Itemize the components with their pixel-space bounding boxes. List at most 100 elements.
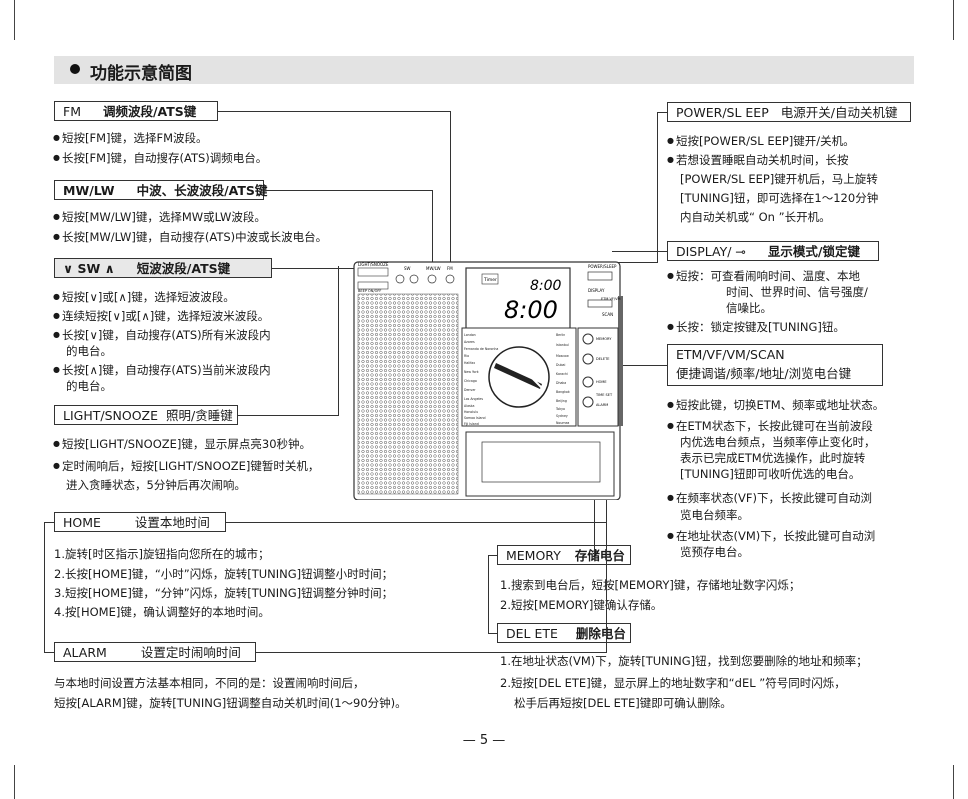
home-line: 4.按[HOME]键，确认调整好的本地时间。 xyxy=(54,605,270,619)
etm-line: 在频率状态(VF)下，长按此键可自动浏 xyxy=(667,491,872,505)
radio-label: BEEP ON/OFF xyxy=(358,289,381,293)
city-label: Alaska xyxy=(464,404,474,408)
radio-label: TIME SET xyxy=(595,393,613,397)
radio-label: FM xyxy=(447,266,453,271)
light-line: 进入贪睡状态，5分钟后再次闹响。 xyxy=(66,478,246,492)
power-line: [TUNING]钮，即可选择在1～120分钟 xyxy=(680,191,879,205)
lcd-timer: Timer xyxy=(483,277,497,283)
city-label: Los Angeles xyxy=(464,397,483,401)
etm-line: 览预存电台。 xyxy=(680,545,749,559)
city-label: Halifax xyxy=(464,361,475,365)
home-line: 3.短按[HOME]键，“分钟”闪烁，旋转[TUNING]钮调整分钟时间； xyxy=(54,586,394,600)
delete-line: 松手后再短按[DEL ETE]键即可确认删除。 xyxy=(514,696,732,710)
leader-line xyxy=(272,268,402,269)
leader-line xyxy=(612,262,658,263)
city-label: Tokyo xyxy=(555,407,565,411)
leader-line xyxy=(44,522,45,652)
radio-label: ETM VF/VM xyxy=(601,297,620,301)
city-label: Beijing xyxy=(556,399,567,403)
display-heading: DISPLAY/ ⊸显示模式/锁定键 xyxy=(667,241,879,261)
sw-line: 长按[∨]键，自动搜存(ATS)所有米波段内 xyxy=(53,328,271,342)
delete-line: 1.在地址状态(VM)下，旋转[TUNING]钮，找到您要删除的地址和频率； xyxy=(500,654,868,668)
city-label: Rio xyxy=(464,354,469,358)
lcd-top-time: 8:00 xyxy=(530,278,562,294)
sw-line: 的电台。 xyxy=(66,344,112,358)
radio-label: SW xyxy=(404,266,411,271)
city-label: Istanbul xyxy=(556,343,569,347)
alarm-line: 短按[ALARM]键，旋转[TUNING]钮调整自动关机时间(1～90分钟)。 xyxy=(54,696,407,710)
radio-illustration: LIGHT/SNOOZE BEEP ON/OFF SW MW/LW FM Tim… xyxy=(352,256,624,501)
leader-line xyxy=(264,190,432,191)
city-label: Fernando de Noronha xyxy=(464,347,498,351)
city-label: Honolulu xyxy=(464,410,478,414)
power-line: 内自动关机或“ On ”长开机。 xyxy=(680,210,831,224)
sw-line: 短按[∨]或[∧]键，选择短波波段。 xyxy=(53,290,235,304)
alarm-line: 与本地时间设置方法基本相同，不同的是：设置闹响时间后， xyxy=(54,676,365,690)
etm-line: [TUNING]钮即可收听优选的电台。 xyxy=(680,467,861,481)
city-label: Azores xyxy=(464,340,475,344)
display-line: 信噪比。 xyxy=(726,301,772,315)
city-label: Dubai xyxy=(556,363,565,367)
display-line: 短按：可查看闹响时间、温度、本地 xyxy=(667,269,860,283)
mwlw-line: 长按[MW/LW]键，自动搜存(ATS)中波或长波电台。 xyxy=(53,230,327,244)
page-number: — 5 — xyxy=(462,733,506,748)
sw-line: 连续短按[∨]或[∧]键，选择短波米波段。 xyxy=(53,309,269,323)
leader-line xyxy=(226,522,606,523)
radio-label: MEMORY xyxy=(596,337,612,341)
leader-line xyxy=(657,112,667,113)
power-line: 若想设置睡眠自动关机时间，长按 xyxy=(667,153,848,167)
crop-mark xyxy=(953,765,954,799)
crop-mark xyxy=(953,0,954,40)
leader-line xyxy=(218,111,450,112)
leader-line xyxy=(488,633,497,634)
sw-line: 长按[∧]键，自动搜存(ATS)当前米波段内 xyxy=(53,363,271,377)
city-label: Denver xyxy=(464,388,476,392)
page-title: 功能示意简图 xyxy=(90,64,192,84)
sw-line: 的电台。 xyxy=(66,379,112,393)
city-label: Berlin xyxy=(556,333,565,337)
radio-label: POWER/SLEEP xyxy=(588,264,617,269)
fm-line: 短按[FM]键，选择FM波段。 xyxy=(53,131,208,145)
radio-label: DELETE xyxy=(596,357,609,361)
city-label: Moscow xyxy=(556,354,569,358)
light-line: 定时闹响后，短按[LIGHT/SNOOZE]键暂时关机， xyxy=(53,459,319,473)
fm-line: 长按[FM]键，自动搜存(ATS)调频电台。 xyxy=(53,151,267,165)
etm-line: 览电台频率。 xyxy=(680,508,749,522)
lcd-main-time: 8:00 xyxy=(504,296,558,324)
sw-heading: ∨ SW ∧短波波段/ATS键 xyxy=(54,258,272,278)
memory-line: 2.短按[MEMORY]键确认存储。 xyxy=(500,598,663,612)
radio-label: ALARM xyxy=(596,403,608,407)
city-label: Dhaka xyxy=(556,381,566,385)
city-label: Karachi xyxy=(556,372,568,376)
city-label: London xyxy=(464,333,476,337)
delete-line: 2.短按[DEL ETE]键，显示屏上的地址数字和“dEL ”符号同时闪烁， xyxy=(500,676,846,690)
city-label: Samoa Island xyxy=(464,416,485,420)
city-label: Chicago xyxy=(464,379,477,383)
radio-label: SCAN xyxy=(602,312,613,317)
leader-line xyxy=(450,111,451,265)
crop-mark xyxy=(14,0,15,40)
city-label: New York xyxy=(464,370,479,374)
leader-line xyxy=(338,266,339,416)
home-line: 2.长按[HOME]键，“小时”闪烁，旋转[TUNING]钮调整小时时间； xyxy=(54,567,394,581)
leader-line xyxy=(44,522,54,523)
city-label: Fiji Island xyxy=(464,422,479,426)
leader-line xyxy=(606,414,607,653)
leader-line xyxy=(432,190,433,265)
radio-label: DISPLAY xyxy=(588,288,605,293)
power-line: 短按[POWER/SL EEP]键开/关机。 xyxy=(667,134,855,148)
leader-line xyxy=(612,251,667,252)
leader-line xyxy=(657,112,658,262)
leader-line xyxy=(488,555,497,556)
memory-line: 1.搜索到电台后，短按[MEMORY]键，存储地址数字闪烁； xyxy=(500,578,801,592)
city-label: Noumea xyxy=(556,421,569,425)
